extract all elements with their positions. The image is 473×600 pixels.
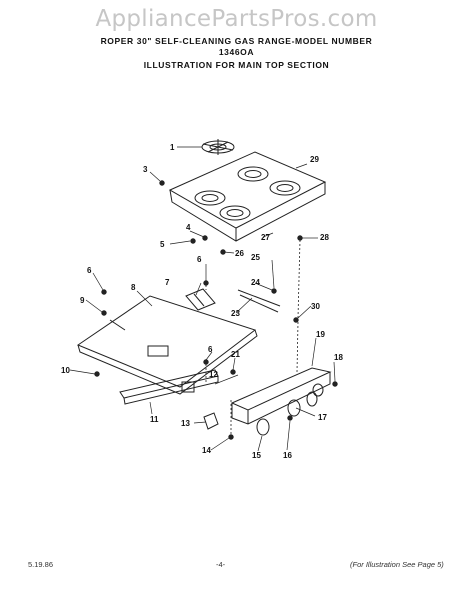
footer-page-number: -4-: [216, 560, 226, 569]
callout-label: 19: [316, 330, 325, 339]
front-trim: [119, 369, 219, 405]
callout-label: 16: [283, 451, 292, 460]
burner-bracket: [185, 288, 216, 311]
burner-cap: [201, 139, 235, 155]
callout-label: 13: [181, 419, 190, 428]
callout-label: 17: [318, 413, 327, 422]
header-model-number: 1346OA: [218, 47, 255, 57]
callout-label: 5: [160, 240, 165, 249]
header-model-line: ROPER 30" SELF-CLEANING GAS RANGE-MODEL …: [100, 36, 373, 46]
callout-label: 15: [252, 451, 261, 460]
callout-label: 23: [231, 309, 240, 318]
callout-label: 26: [235, 249, 244, 258]
callout-label: 10: [61, 366, 70, 375]
callout-label: 6: [87, 266, 92, 275]
valve-parts: [181, 381, 324, 436]
footer-note: (For Illustration See Page 5): [350, 560, 444, 569]
callout-label: 7: [165, 278, 170, 287]
callout-label: 28: [320, 233, 329, 242]
callout-label: 27: [261, 233, 270, 242]
footer-date: 5.19.86: [28, 560, 54, 569]
callout-label: 12: [209, 370, 218, 379]
callout-label: 25: [251, 253, 260, 262]
callout-label: 6: [208, 345, 213, 354]
callout-label: 30: [311, 302, 320, 311]
assembly-lines: [205, 239, 301, 435]
manifold-rod: [237, 289, 281, 313]
callout-label: 24: [251, 278, 260, 287]
callout-label: 3: [143, 165, 148, 174]
leader-lines: [69, 146, 336, 452]
callout-label: 8: [131, 283, 136, 292]
fasteners: [94, 180, 338, 440]
header-section-title: ILLUSTRATION FOR MAIN TOP SECTION: [143, 60, 330, 70]
manifold-panel: [230, 367, 332, 425]
callout-label: 11: [150, 415, 159, 424]
burner-box: [76, 295, 258, 395]
callout-label: 18: [334, 353, 343, 362]
watermark: AppliancePartsPros.com: [95, 6, 378, 32]
callout-label: 4: [186, 223, 191, 232]
callout-label: 9: [80, 296, 85, 305]
callout-label: 1: [170, 143, 175, 152]
callout-label: 6: [197, 255, 202, 264]
main-top: [168, 151, 327, 242]
callout-label: 29: [310, 155, 319, 164]
callout-label: 21: [231, 350, 240, 359]
callout-label: 14: [202, 446, 211, 455]
